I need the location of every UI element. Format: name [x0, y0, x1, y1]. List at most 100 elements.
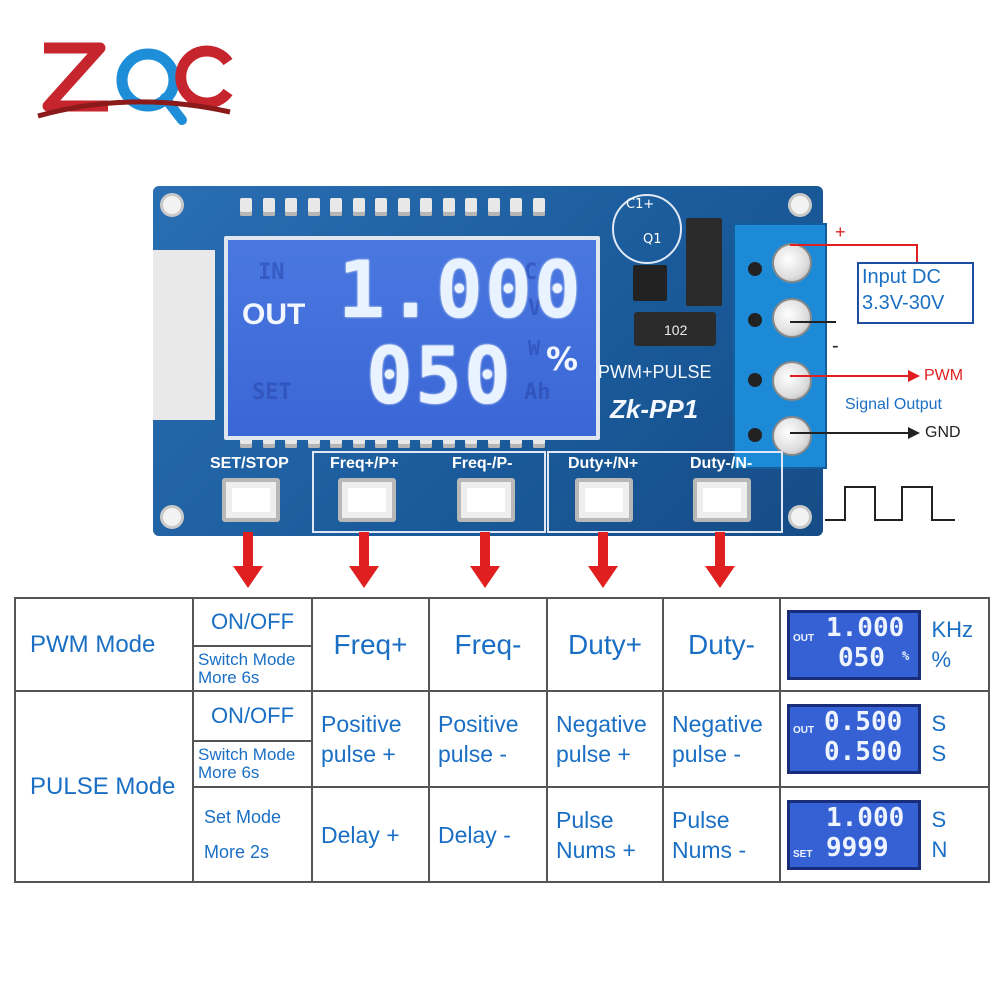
- terminal-screw-minus: [772, 298, 812, 338]
- button-label-set-stop: SET/STOP: [210, 455, 289, 472]
- freq-minus-button[interactable]: [457, 478, 515, 522]
- terminal-screw-gnd: [772, 416, 812, 456]
- lcd-ghost-ah: Ah: [524, 380, 551, 405]
- unit-s: S: [931, 711, 947, 736]
- header-pin: [532, 198, 545, 216]
- lcd-ghost-c: C: [524, 260, 538, 285]
- down-arrow-icon: [588, 566, 618, 588]
- input-dc-label: Input DC: [862, 266, 941, 288]
- pulse-display-cell: OUT 0.500 0.500 S S: [779, 690, 990, 788]
- mini-lcd-label: OUT: [793, 725, 815, 736]
- pwm-onoff: ON/OFF: [192, 597, 313, 647]
- header-pin: [420, 198, 432, 216]
- pulse-set-mode: Set Mode More 2s: [192, 786, 313, 883]
- set-mini-lcd: SET 1.000 9999: [787, 799, 921, 870]
- down-arrow-icon: [233, 566, 263, 588]
- button-label-freq-minus: Freq-/P-: [452, 455, 513, 472]
- down-arrow-icon: [349, 566, 379, 588]
- button-label-duty-minus: Duty-/N-: [690, 455, 753, 472]
- arrow-shaft: [243, 532, 253, 568]
- mini-lcd-line1: 1.000: [826, 612, 905, 643]
- pulse-delay-minus: Delay -: [428, 786, 548, 883]
- terminal-dot: [748, 313, 762, 327]
- header-pin: [397, 198, 410, 216]
- signal-output-label: Signal Output: [845, 396, 942, 413]
- mount-hole: [160, 505, 184, 529]
- pulse-onoff: ON/OFF: [192, 690, 313, 742]
- pwm-duty-minus: Duty-: [662, 597, 781, 692]
- small-ic: [633, 265, 667, 301]
- switch-mode-text: Switch Mode: [198, 745, 296, 764]
- mode-function-table: PWM Mode ON/OFF Freq+ Freq- Duty+ Duty- …: [14, 597, 990, 883]
- pwm-freq-minus: Freq-: [428, 597, 548, 692]
- down-arrow-icon: [470, 566, 500, 588]
- diode: [686, 218, 722, 306]
- button-label-freq-plus: Freq+/P+: [330, 455, 399, 472]
- header-pin: [240, 198, 252, 216]
- unit-khz: KHz: [931, 616, 974, 642]
- input-voltage-label: 3.3V-30V: [862, 292, 945, 314]
- unit-n: N: [931, 836, 948, 862]
- terminal-dot: [748, 373, 762, 387]
- header-pin: [375, 198, 387, 216]
- header-pin: [262, 198, 275, 216]
- button-label-duty-plus: Duty+/N+: [568, 455, 639, 472]
- pwm-arrow-icon: [908, 370, 920, 382]
- duty-minus-button[interactable]: [693, 478, 751, 522]
- plus-wire: [790, 244, 918, 262]
- pwm-units: KHz %: [931, 615, 973, 675]
- header-pin: [285, 198, 297, 216]
- unit-s: S: [931, 741, 947, 766]
- pulse-waveform-icon: [825, 486, 955, 521]
- mount-hole: [160, 193, 184, 217]
- header-pin: [510, 198, 522, 216]
- mini-lcd-unit: %: [902, 648, 910, 663]
- mini-lcd-line1: 1.000: [826, 802, 905, 833]
- mini-lcd-line1: 0.500: [824, 707, 903, 737]
- more-6s-text: More 6s: [198, 667, 260, 687]
- pwm-duty-plus: Duty+: [546, 597, 664, 692]
- lcd-line1-value: 1.000: [338, 246, 583, 336]
- chip-label: 102: [664, 322, 688, 338]
- plus-label: +: [835, 222, 846, 242]
- pwm-freq-plus: Freq+: [311, 597, 430, 692]
- pulse-mini-lcd: OUT 0.500 0.500: [787, 704, 921, 774]
- more-6s-text: More 6s: [198, 763, 260, 782]
- lcd-out-label: OUT: [242, 298, 306, 331]
- header-pin: [442, 198, 455, 216]
- lcd-line2-value: 050: [366, 332, 513, 422]
- board-name-label: Zk-PP1: [610, 394, 699, 424]
- mini-lcd-line2: 9999: [826, 832, 889, 863]
- pwm-switch-mode: Switch Mode More 6s: [192, 645, 313, 692]
- down-arrow-icon: [705, 566, 735, 588]
- gnd-arrow-icon: [908, 427, 920, 439]
- header-pin: [330, 198, 342, 216]
- set-mode-text: Set Mode: [204, 806, 282, 827]
- duty-plus-button[interactable]: [575, 478, 633, 522]
- set-units: S N: [931, 805, 947, 865]
- pwm-label: PWM: [924, 367, 964, 384]
- pulse-mode-label: PULSE Mode: [14, 690, 194, 883]
- header-pin: [307, 198, 320, 216]
- header-pin: [465, 198, 477, 216]
- terminal-screw-pwm: [772, 361, 812, 401]
- freq-plus-button[interactable]: [338, 478, 396, 522]
- terminal-dot: [748, 262, 762, 276]
- lcd-ghost-in: IN: [258, 260, 285, 285]
- pulse-units: S S: [931, 709, 946, 769]
- pulse-delay-plus: Delay +: [311, 786, 430, 883]
- input-dc-box: [857, 262, 974, 324]
- wiring-diagram: [790, 244, 955, 521]
- mini-lcd-line2: 050: [838, 642, 885, 673]
- resistor-chip: [634, 312, 716, 346]
- pwm-mode-label: PWM Mode: [14, 597, 194, 692]
- set-stop-button[interactable]: [222, 478, 280, 522]
- more-2s-text: More 2s: [204, 841, 270, 862]
- header-pin: [487, 198, 500, 216]
